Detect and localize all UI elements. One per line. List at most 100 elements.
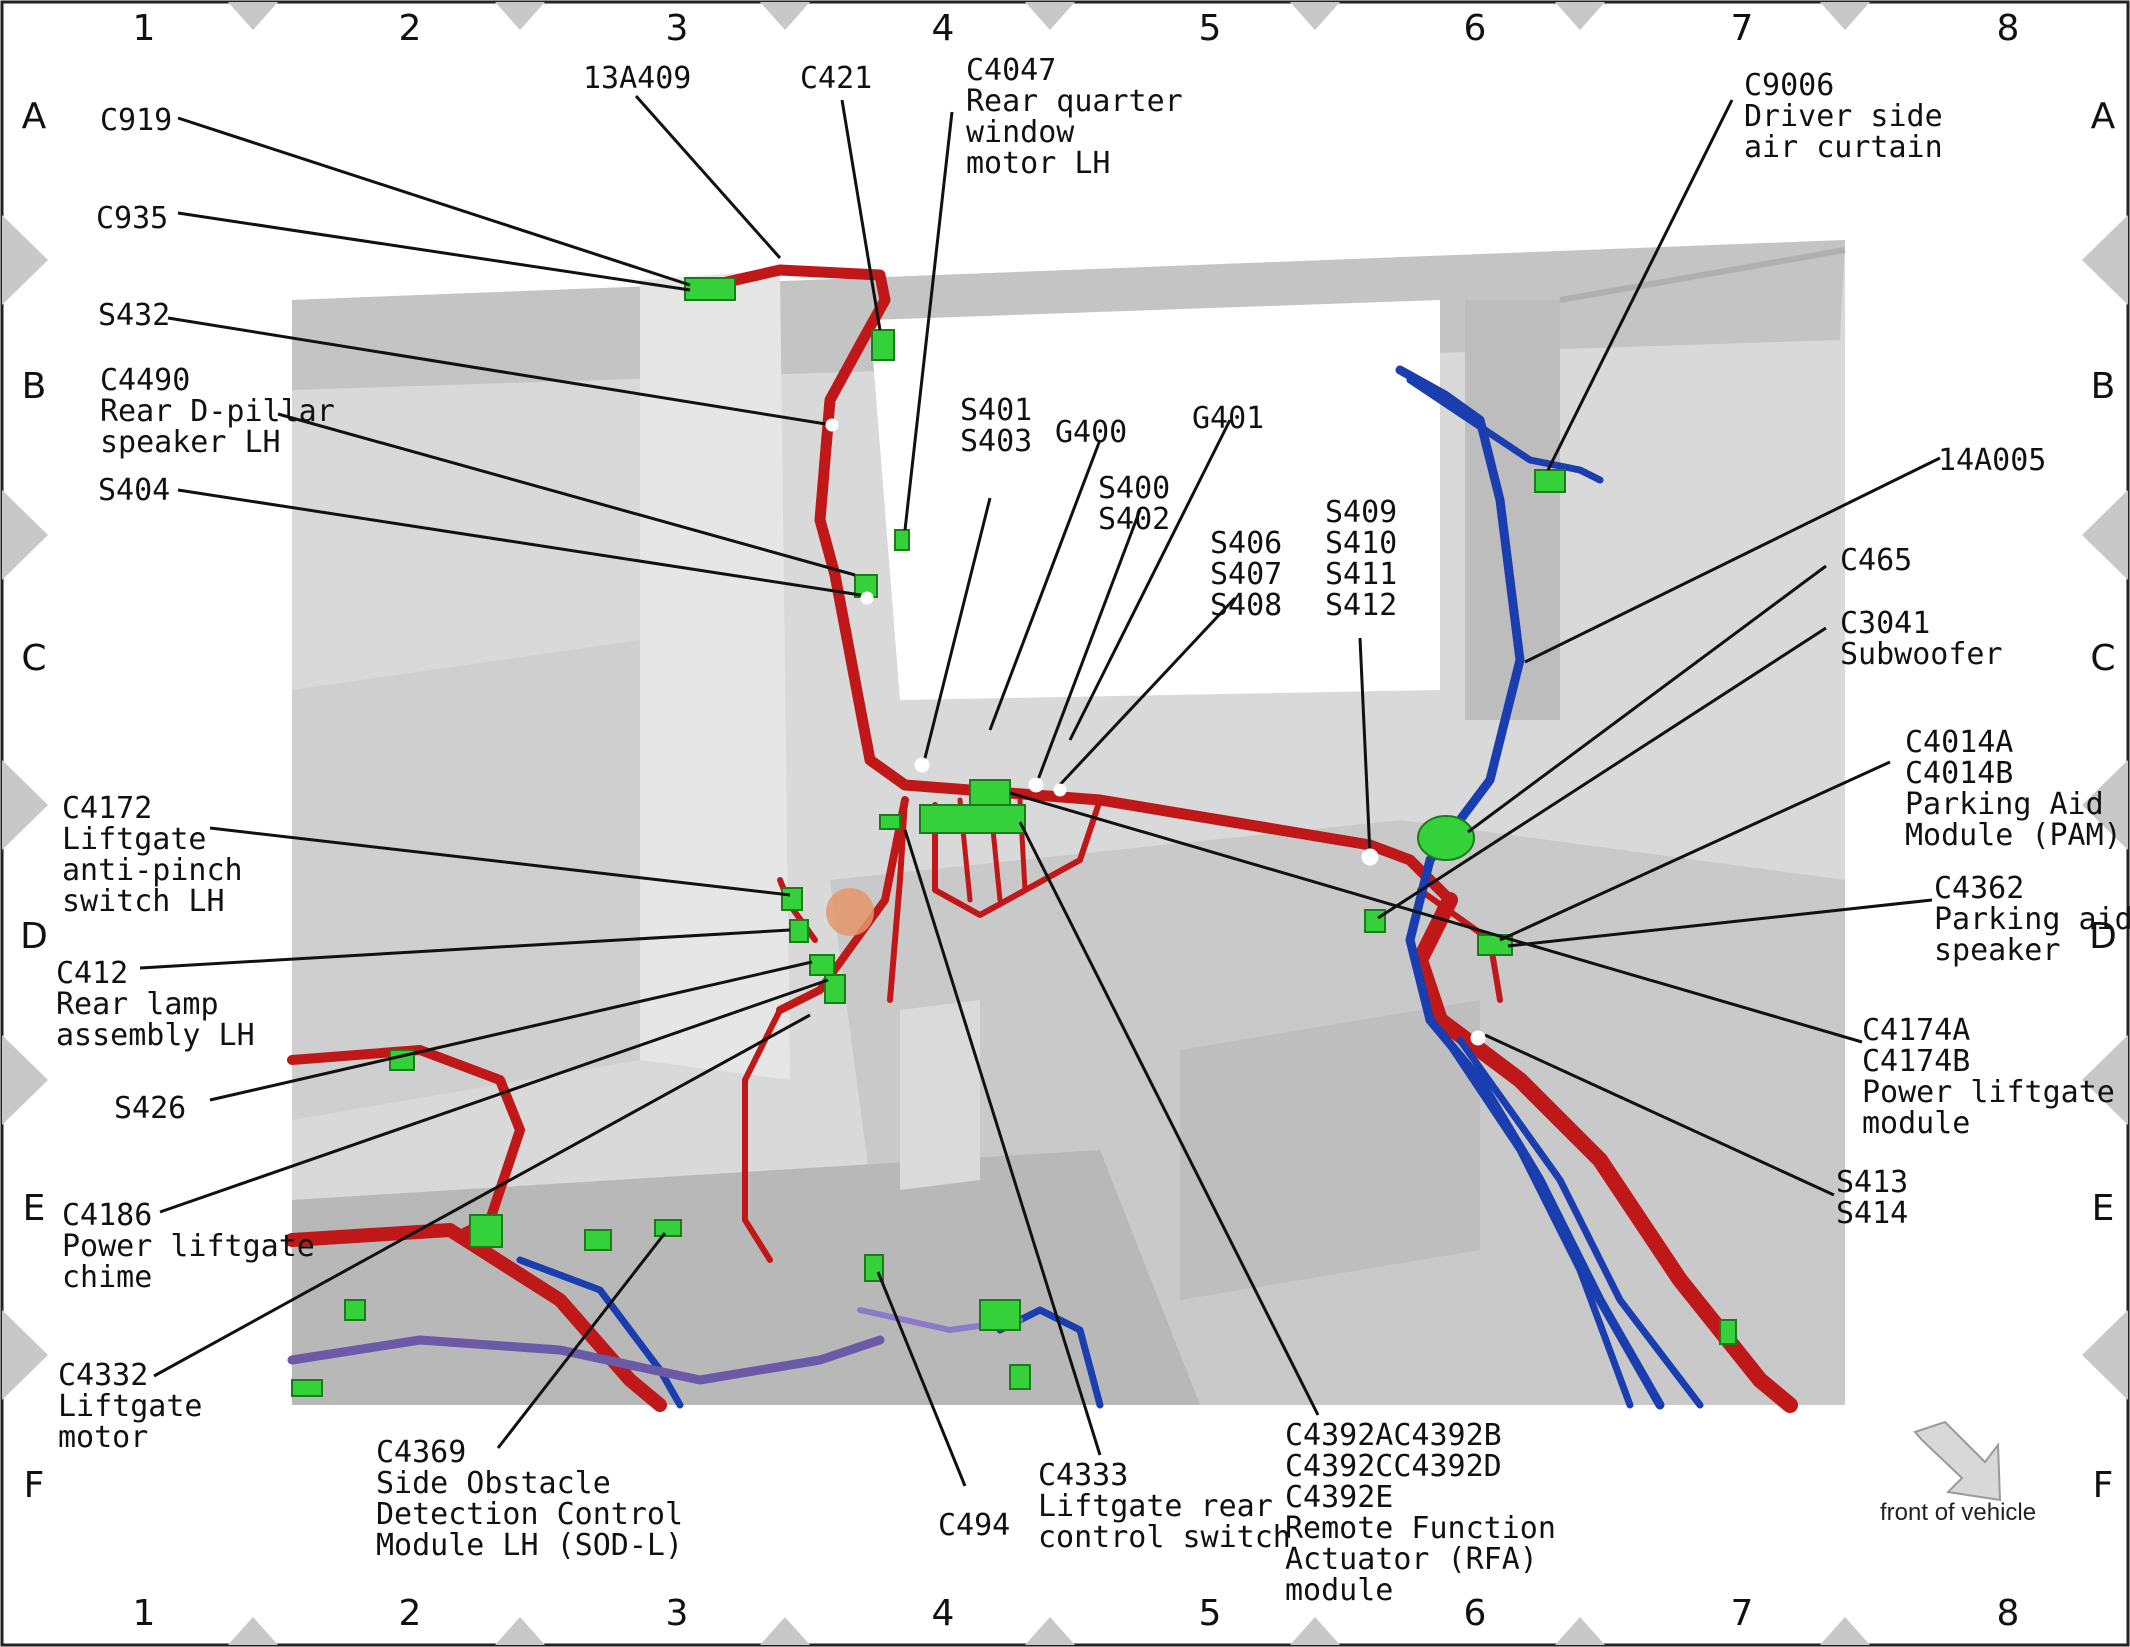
grid-row-label-right: D (2089, 916, 2117, 957)
callout-line: C4172 (62, 791, 152, 826)
callout-line: S400 (1098, 471, 1170, 506)
callout-line: C4186 (62, 1198, 152, 1233)
callout-line: S432 (98, 298, 170, 333)
grid-column-label-bottom: 8 (1997, 1593, 2020, 1634)
callout-s432: S432 (98, 298, 170, 333)
grid-row-label-left: D (20, 916, 48, 957)
callout-line: C4174B (1862, 1044, 1970, 1079)
callout-g400: G400 (1055, 415, 1127, 450)
callout-line: C4014B (1905, 756, 2013, 791)
callout-s426: S426 (114, 1091, 186, 1126)
callout-c465: C465 (1840, 543, 1912, 578)
callout-line: C9006 (1744, 68, 1834, 103)
callout-line: C4014A (1905, 725, 2013, 760)
callout-line: C4392CC4392D (1285, 1449, 1502, 1484)
grid-row-label-right: A (2091, 96, 2116, 137)
callout-line: control switch (1038, 1520, 1291, 1555)
grid-row-label-left: B (22, 366, 47, 407)
callout-line: S411 (1325, 557, 1397, 592)
callout-c494: C494 (938, 1508, 1010, 1543)
splice-markers (825, 418, 1486, 1046)
grid-column-label-top: 3 (666, 8, 689, 49)
callout-line: G401 (1192, 401, 1264, 436)
callout-line: anti-pinch (62, 853, 243, 888)
callout-line: S401 (960, 393, 1032, 428)
callout-c935: C935 (96, 201, 168, 236)
grid-row-label-right: B (2091, 366, 2116, 407)
callout-line: Driver side (1744, 99, 1943, 134)
callout-line: C4362 (1934, 871, 2024, 906)
callout-line: air curtain (1744, 130, 1943, 165)
grid-row-label-right: C (2090, 638, 2115, 679)
callout-line: S404 (98, 473, 170, 508)
callout-line: 13A409 (583, 61, 691, 96)
callout-line: C421 (800, 61, 872, 96)
callout-line: module (1862, 1106, 1970, 1141)
callout-line: 14A005 (1938, 443, 2046, 478)
grid-column-label-bottom: 7 (1731, 1593, 1754, 1634)
callout-line: S409 (1325, 495, 1397, 530)
callout-line: Liftgate (58, 1389, 203, 1424)
grid-row-label-right: E (2092, 1188, 2115, 1229)
grid-row-label-left: A (22, 96, 47, 137)
callout-line: Subwoofer (1840, 637, 2003, 672)
callout-line: S402 (1098, 502, 1170, 537)
callout-line: Parking Aid (1905, 787, 2104, 822)
callout-line: C494 (938, 1508, 1010, 1543)
callout-line: S408 (1210, 588, 1282, 623)
callout-14a005: 14A005 (1938, 443, 2046, 478)
callout-line: C935 (96, 201, 168, 236)
callout-line: C4333 (1038, 1458, 1128, 1493)
grid-column-label-top: 4 (932, 8, 955, 49)
grid-column-label-bottom: 1 (133, 1593, 156, 1634)
callout-line: Module (PAM) (1905, 818, 2122, 853)
callout-line: module (1285, 1573, 1393, 1608)
front-arrow-icon (1913, 1420, 2002, 1502)
grid-column-label-top: 7 (1731, 8, 1754, 49)
callout-line: speaker LH (100, 425, 281, 460)
grid-row-label-left: F (24, 1465, 45, 1506)
leader-lines (139, 95, 1941, 1487)
callout-line: Rear D-pillar (100, 394, 335, 429)
grid-column-label-top: 8 (1997, 8, 2020, 49)
grid-row-label-left: E (23, 1188, 46, 1229)
callout-line: speaker (1934, 933, 2060, 968)
callout-line: C4392AC4392B (1285, 1418, 1502, 1453)
callout-line: Module LH (SOD-L) (376, 1528, 683, 1563)
grid-column-label-bottom: 4 (932, 1593, 955, 1634)
callout-line: S407 (1210, 557, 1282, 592)
callout-line: Actuator (RFA) (1285, 1542, 1538, 1577)
front-of-vehicle-label: front of vehicle (1880, 1499, 2036, 1526)
callout-line: C4332 (58, 1358, 148, 1393)
callout-line: G400 (1055, 415, 1127, 450)
callout-line: Remote Function (1285, 1511, 1556, 1546)
callout-line: Rear lamp (56, 987, 219, 1022)
callout-line: Power liftgate (1862, 1075, 2115, 1110)
callout-line: window (966, 115, 1075, 150)
callout-line: C919 (100, 103, 172, 138)
vehicle-body-illustration (292, 240, 1846, 1405)
grid-column-label-bottom: 3 (666, 1593, 689, 1634)
callout-line: C4490 (100, 363, 190, 398)
callout-line: S413 (1836, 1165, 1908, 1200)
callout-line: Side Obstacle (376, 1466, 611, 1501)
callout-line: Detection Control (376, 1497, 683, 1532)
callout-s404: S404 (98, 473, 170, 508)
callout-line: Parking aid (1934, 902, 2130, 937)
grid-column-label-bottom: 2 (399, 1593, 422, 1634)
